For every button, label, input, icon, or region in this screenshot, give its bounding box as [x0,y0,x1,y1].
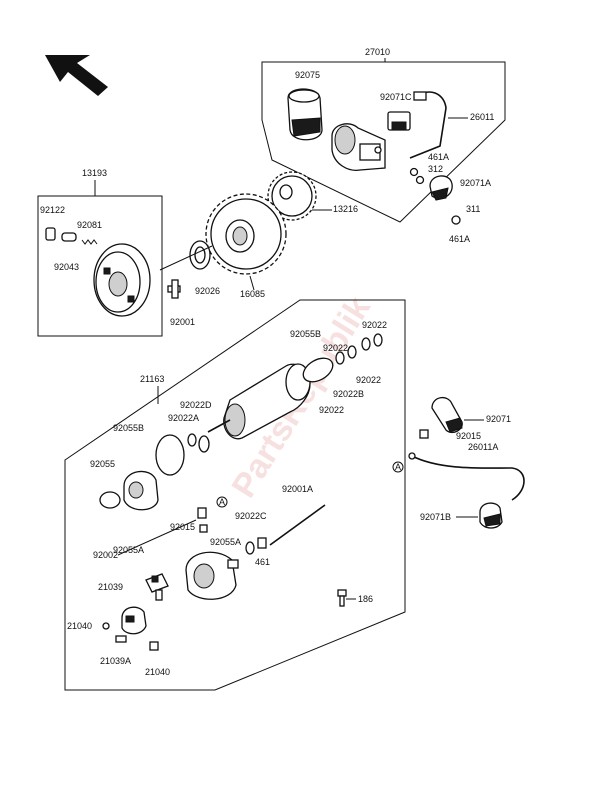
label-92055: 92055 [90,459,115,469]
terminal-cover-92071A [429,175,453,201]
brush-21039A [115,635,127,643]
label-13216: 13216 [333,204,358,214]
label-92022B: 92022B [333,389,364,399]
front-direction-arrow-icon [45,55,108,96]
brush-assembly-21040 [121,606,147,635]
label-21040-b: 21040 [145,667,170,677]
label-92001A: 92001A [282,484,313,494]
label-21163: 21163 [140,374,164,384]
label-92071: 92071 [486,414,511,424]
label-92001: 92001 [170,317,195,327]
screw-21039 [155,589,163,601]
bolt-92001 [167,279,181,299]
label-92022-a: 92022 [362,320,387,330]
lead-wire-26011 [409,91,447,159]
washer-92022-c [361,337,371,351]
washer-92022A [187,433,197,447]
o-ring-92055B-mid [155,434,185,476]
label-26011: 26011 [470,112,494,122]
label-26011A: 26011A [468,442,498,452]
boot-92071 [431,397,463,434]
bolt-186 [337,589,347,607]
washer-92026 [189,240,211,270]
label-92055A-2: 92055A [210,537,241,547]
spring-92081 [81,239,98,245]
label-92022-c: 92022 [356,375,381,385]
label-27010: 27010 [365,47,390,57]
washer-92022-a [335,351,345,365]
label-92055B-top: 92055B [290,329,321,339]
label-92022-b: 92022 [323,343,348,353]
label-ref-A-2: A [395,462,401,472]
label-92071A: 92071A [460,178,491,188]
washer-92022-d [373,333,383,347]
label-92022C: 92022C [235,511,267,521]
label-461A-bottom: 461A [449,234,470,244]
washer-92022D [198,435,210,453]
label-13193: 13193 [82,168,107,178]
starter-clutch-part [93,243,151,317]
starter-gear-16085 [205,193,287,275]
idle-gear-13216 [267,171,317,221]
label-92015-left: 92015 [170,522,195,532]
solenoid-cap-part [287,88,323,141]
starter-clutch-box [37,195,163,337]
label-92122: 92122 [40,205,65,215]
o-ring-92055 [99,491,121,509]
reference-a-marker-2 [392,461,404,473]
starter-motor-box [64,299,406,691]
washer-cluster [199,524,208,533]
label-16085: 16085 [240,289,265,299]
label-92055B-mid: 92055B [113,423,144,433]
label-92022D: 92022D [180,400,212,410]
brush-screw [102,622,110,630]
front-cover-part [123,470,159,511]
nut-92015-right [419,429,429,439]
cable-26011A [408,452,525,501]
nut-461A-bottom [451,215,461,225]
label-92075: 92075 [295,70,320,80]
o-ring-92055B-top [302,357,334,383]
washer-92022-b [347,345,357,359]
label-92002: 92002 [93,550,118,560]
label-92071B: 92071B [420,512,451,522]
nut-461A-top [409,167,419,177]
boot-92071B [479,502,503,529]
label-92081: 92081 [77,220,102,230]
brush-21040-b [149,641,159,651]
washer-312 [415,175,425,185]
label-92043: 92043 [54,262,79,272]
roller-92122 [45,227,56,241]
label-186: 186 [358,594,373,604]
label-92026: 92026 [195,286,220,296]
label-21039: 21039 [98,582,123,592]
through-bolt-92001A [269,504,326,546]
washer-92022C [245,541,255,555]
label-92022-d: 92022 [319,405,344,415]
label-461A-top: 461A [428,152,449,162]
brush-plate-21039 [145,573,169,593]
nut-461 [257,537,267,549]
label-92015-right: 92015 [456,431,481,441]
solenoid-body-part [331,123,386,171]
label-312: 312 [428,164,443,174]
label-ref-A-1: A [219,497,225,507]
solenoid-group-box [261,61,506,223]
rear-cover-part [185,551,239,600]
label-92071C: 92071C [380,92,412,102]
label-92022A: 92022A [168,413,199,423]
label-92055A-1: 92055A [113,545,144,555]
label-461: 461 [255,557,270,567]
reference-a-marker-1 [216,496,228,508]
label-21039A: 21039A [100,656,131,666]
label-311: 311 [466,204,480,214]
nut-92015-left [197,507,207,519]
label-21040-a: 21040 [67,621,92,631]
plunger-92043 [61,232,77,242]
terminal-boot-part [387,111,411,131]
